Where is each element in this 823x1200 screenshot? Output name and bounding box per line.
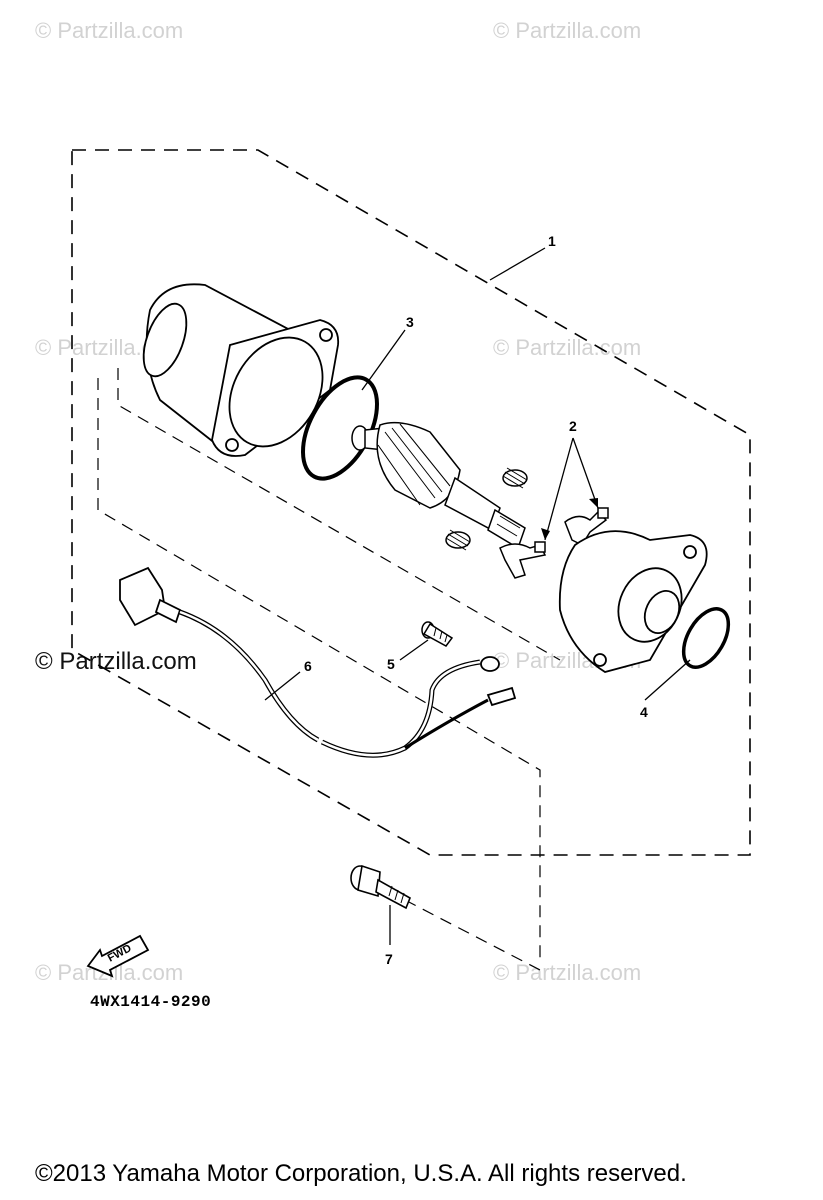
leader-2a [544,437,574,541]
explode-guide-bolt [404,899,541,971]
watermark-top-right: © Partzilla.com [493,18,642,43]
diagram-code: 4WX1414-9290 [90,993,212,1011]
brushes [499,507,609,579]
leader-2-arrowheads [541,498,598,540]
watermark-main: © Partzilla.com [35,648,197,675]
explode-guide-upper [97,378,541,960]
rear-cover [558,530,708,673]
leader-2b [572,437,599,509]
copyright-notice: ©2013 Yamaha Motor Corporation, U.S.A. A… [35,1160,687,1187]
assembly-outline [71,149,751,856]
watermark-bottom-right: © Partzilla.com [493,960,642,985]
callout-5: 5 [387,656,395,672]
motor-yoke [142,283,340,457]
leader-1 [489,247,546,281]
fwd-arrow-icon [86,934,150,978]
callout-7: 7 [385,951,393,967]
callout-2: 2 [569,418,577,434]
screw-5 [421,621,454,647]
callout-1: 1 [548,233,556,249]
lead-wire-6 [119,566,517,758]
leader-3 [361,329,406,391]
callout-3: 3 [406,314,414,330]
leader-4 [644,659,691,701]
o-ring-4 [681,607,731,669]
brush-springs [445,467,528,551]
watermark-top-left: © Partzilla.com [35,18,184,43]
leader-6 [264,671,301,701]
armature [351,421,526,550]
bolt-7 [350,864,412,910]
callout-4: 4 [640,704,648,720]
callout-6: 6 [304,658,312,674]
watermark-mid-right: © Partzilla.com [493,335,642,360]
leader-5 [399,639,429,661]
